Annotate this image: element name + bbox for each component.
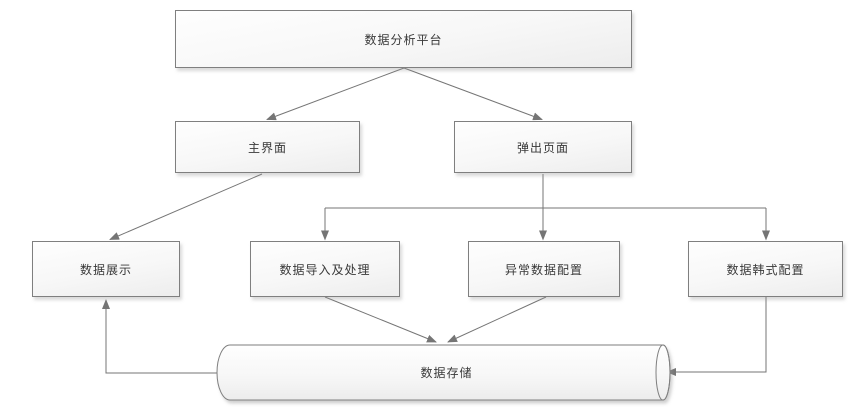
connector-platform-to-main-ui bbox=[266, 67, 405, 121]
node-main-interface: 主界面 bbox=[175, 121, 360, 173]
connector-abnormal-config-to-data-storage bbox=[447, 296, 547, 343]
node-label: 异常数据配置 bbox=[504, 262, 583, 277]
node-label: 数据导入及处理 bbox=[279, 262, 371, 277]
node-label: 数据分析平台 bbox=[364, 32, 443, 47]
connector-platform-to-popup-page bbox=[403, 67, 543, 121]
node-data-storage-cylinder bbox=[216, 344, 671, 401]
connector-data-import-to-data-storage bbox=[324, 296, 437, 343]
node-data-analysis-platform: 数据分析平台 bbox=[175, 10, 632, 68]
cylinder-body bbox=[216, 344, 671, 401]
connector-data-format-config-to-data-storage bbox=[666, 297, 767, 376]
node-label: 数据韩式配置 bbox=[726, 262, 805, 277]
node-abnormal-data-config: 异常数据配置 bbox=[468, 241, 620, 297]
node-label: 弹出页面 bbox=[516, 140, 569, 155]
node-label: 主界面 bbox=[247, 140, 287, 155]
node-data-display: 数据展示 bbox=[32, 241, 180, 297]
connector-main-ui-to-data-display bbox=[109, 173, 263, 240]
node-data-format-config: 数据韩式配置 bbox=[688, 241, 843, 297]
connector-data-storage-to-data-display bbox=[102, 299, 217, 374]
cylinder-end-cap bbox=[655, 344, 671, 401]
node-label: 数据展示 bbox=[79, 262, 132, 277]
node-data-import-processing: 数据导入及处理 bbox=[250, 241, 400, 297]
node-popup-page: 弹出页面 bbox=[454, 121, 632, 173]
